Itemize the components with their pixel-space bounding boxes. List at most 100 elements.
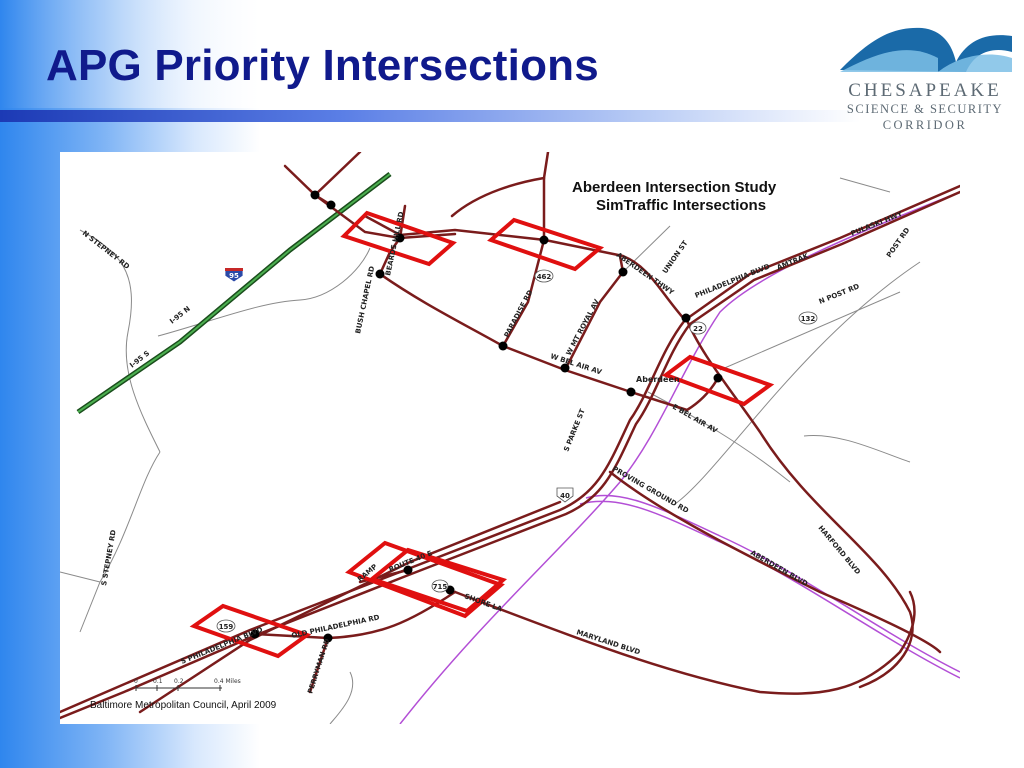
paradise-rd [501,238,546,348]
minor-roads [60,177,921,724]
node[interactable] [323,633,333,643]
union-st-road [622,225,671,273]
logo-name: CHESAPEAKE [848,80,1002,101]
node[interactable] [681,313,691,323]
shield-label: 22 [693,325,703,333]
shield-label: 462 [537,273,552,281]
node[interactable] [626,387,636,397]
road-label-union-st: UNION ST [661,239,690,275]
route-40-shield-icon: 40 [556,487,574,503]
route-462-shield-icon: 462 [534,269,554,283]
road-label-proving-ground: PROVING GROUND RD [611,465,690,515]
n-stepney-west [60,571,101,583]
slide-title: APG Priority Intersections [46,41,599,90]
shield-label: 159 [219,623,234,631]
shield-label: 95 [229,272,239,280]
route-shields: 95 462 22 132 40 159 [216,267,818,633]
road-labels: N STEPNEY RD I-95 N I-95 S BUSH CHAPEL R… [81,210,912,695]
route-22-shield-icon: 22 [689,321,707,335]
major-roads [60,152,960,720]
w-connector-road [157,247,371,337]
scale-label: 0.2 [174,678,184,685]
node[interactable] [395,233,405,243]
map-title: Aberdeen Intersection Study [572,179,777,196]
n-stepney-road [79,229,161,453]
chesapeake-logo: CHESAPEAKE SCIENCE & SECURITY CORRIDOR [832,10,1018,134]
place-label-aberdeen: Aberdeen [636,375,680,384]
w-bel-air-av [501,344,689,412]
priority-boxes [189,210,775,659]
header-band [0,0,1024,108]
i95-shield-icon: 95 [224,267,244,283]
node[interactable] [713,373,723,383]
node[interactable] [326,200,336,210]
maryland-blvd [453,590,916,695]
road-label-n-stepney: N STEPNEY RD [81,229,131,271]
n-post-rd-road [719,291,901,371]
w-mt-royal-av [563,270,625,372]
aberdeen-thwy [363,214,687,322]
road-label-n-post-rd: N POST RD [818,282,861,306]
intersection-nodes [250,190,723,643]
road-label-maryland-blvd: MARYLAND BLVD [575,628,641,656]
map-subtitle: SimTraffic Intersections [596,197,766,214]
railroad [399,191,960,724]
logo-subtitle: SCIENCE & SECURITY [846,102,1004,116]
priority-box-philadelphia[interactable] [189,603,312,659]
title-divider [0,110,860,122]
map-source: Baltimore Metropolitan Council, April 20… [90,700,277,711]
road-label-w-mt-royal: W MT ROYAL AV [565,297,602,356]
beards-hill-n [398,204,407,240]
e-side-road [803,434,911,463]
road-label-perryman: PERRYMAN RD [306,638,331,695]
aberdeen-blvd [608,470,942,654]
scale-label: 0.4 Miles [214,678,241,685]
shield-label: 715 [433,583,448,591]
node[interactable] [403,565,413,575]
logo-wave-icon [840,27,1012,72]
route-40-e [138,500,562,714]
road-label-s-parke: S PARKE ST [562,408,586,453]
road-label-amtrak: AMTRAK [776,252,810,272]
node[interactable] [618,267,628,277]
scale-bar: 0 0.1 0.2 0.4 Miles [134,678,241,691]
route-715-shield-icon: 715 [431,579,449,593]
node[interactable] [375,269,385,279]
ne-local-road [839,177,891,193]
node[interactable] [310,190,320,200]
pulaski-hwy [60,184,960,714]
route-159-shield-icon: 159 [216,619,236,633]
priority-box-shore[interactable] [367,547,508,614]
node[interactable] [250,629,260,639]
s-stepney-road [79,451,161,633]
priority-box-e-bel-air[interactable] [661,354,775,407]
perryman-rd [308,636,330,694]
map-canvas: 95 462 22 132 40 159 [60,152,960,724]
node[interactable] [498,341,508,351]
priority-box-beards-hill[interactable] [340,210,457,267]
intersection-map: 95 462 22 132 40 159 [60,152,960,724]
priority-box-route40[interactable] [345,540,505,619]
post-rd-road [674,261,921,505]
priority-box-paradise[interactable] [487,217,605,272]
road-label-e-bel-air: E BEL AIR AV [671,403,719,435]
shield-label: 40 [560,492,570,500]
bush-chapel-south [378,272,505,348]
scale-label: 0.1 [153,678,163,685]
pulaski-hwy-2 [60,190,960,720]
road-label-aberdeen-blvd: ABERDEEN BLVD [749,549,809,588]
shield-label: 132 [801,315,816,323]
road-label-s-stepney: S STEPNEY RD [100,529,118,586]
logo-subtitle-2: CORRIDOR [882,118,968,132]
south-local-road [329,671,354,724]
interstate-95 [76,172,392,415]
road-label-i95-n: I-95 N [168,305,192,326]
road-label-bush-chapel: BUSH CHAPEL RD [354,265,376,334]
road-label-post-rd: POST RD [885,226,911,259]
node[interactable] [539,235,549,245]
scale-label: 0 [134,678,138,685]
road-label-harford-blvd: HARFORD BLVD [816,524,862,576]
node[interactable] [560,363,570,373]
aberdeen-n-road [450,152,550,218]
north-road-n [313,152,362,197]
